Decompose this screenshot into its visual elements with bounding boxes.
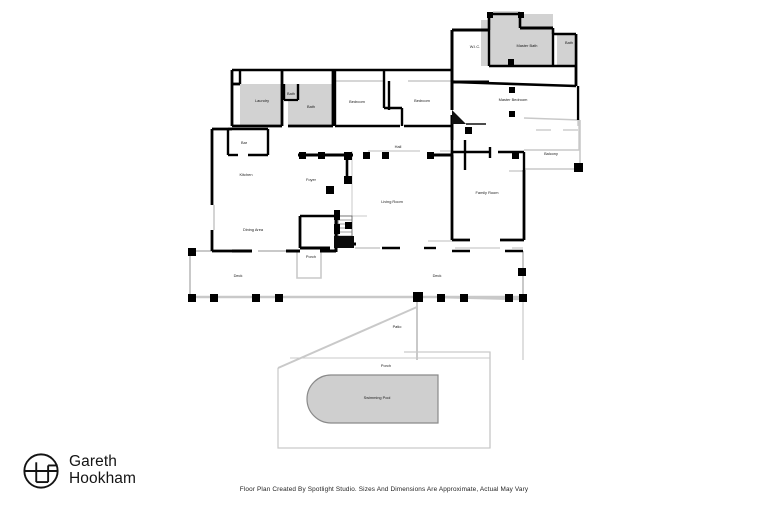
- room-label-swimming-pool: Swimming Pool: [364, 395, 391, 400]
- room-label-hall: Hall: [395, 144, 402, 149]
- room-label-wic: W.I.C.: [470, 44, 481, 49]
- room-label-bath-master: Bath: [565, 40, 573, 45]
- brand-line-1: Gareth: [69, 453, 117, 471]
- room-label-porch-front: Porch: [306, 254, 316, 259]
- gray-room-fills: [240, 14, 574, 126]
- room-label-master-bedroom: Master Bedroom: [499, 97, 528, 102]
- brand-logo-block: Gareth Hookham: [22, 452, 136, 490]
- structural-posts: [188, 12, 583, 302]
- room-label-deck-left: Deck: [234, 273, 243, 278]
- room-label-balcony: Balcony: [544, 151, 558, 156]
- room-label-porch-pool: Porch: [381, 363, 391, 368]
- room-label-patio: Patio: [393, 324, 402, 329]
- swimming-pool-shape: [306, 374, 439, 424]
- brand-name: Gareth Hookham: [69, 454, 136, 487]
- room-label-master-bath: Master Bath: [517, 43, 538, 48]
- brand-line-2: Hookham: [69, 470, 137, 487]
- room-label-family-room: Family Room: [476, 190, 499, 195]
- room-label-bath-hall: Bath: [307, 104, 315, 109]
- room-label-deck-right: Deck: [433, 273, 442, 278]
- room-label-bath-small: Bath: [287, 91, 295, 96]
- room-label-living-room: Living Room: [381, 199, 403, 204]
- room-label-bedroom-2: Bedroom: [414, 98, 430, 103]
- room-label-laundry: Laundry: [255, 98, 269, 103]
- room-label-kitchen: Kitchen: [240, 172, 253, 177]
- circle-monogram-gh-icon: [23, 453, 59, 489]
- room-label-bedroom-1: Bedroom: [349, 99, 365, 104]
- footer-disclaimer: Floor Plan Created By Spotlight Studio. …: [239, 486, 529, 493]
- room-labels: W.I.C. Master Bath Bath Master Bedroom B…: [234, 40, 573, 400]
- room-label-dining-area: Dining Area: [243, 227, 264, 232]
- door-swing-icon: [452, 110, 486, 125]
- room-label-foyer: Foyer: [306, 177, 317, 182]
- room-label-bar: Bar: [241, 140, 248, 145]
